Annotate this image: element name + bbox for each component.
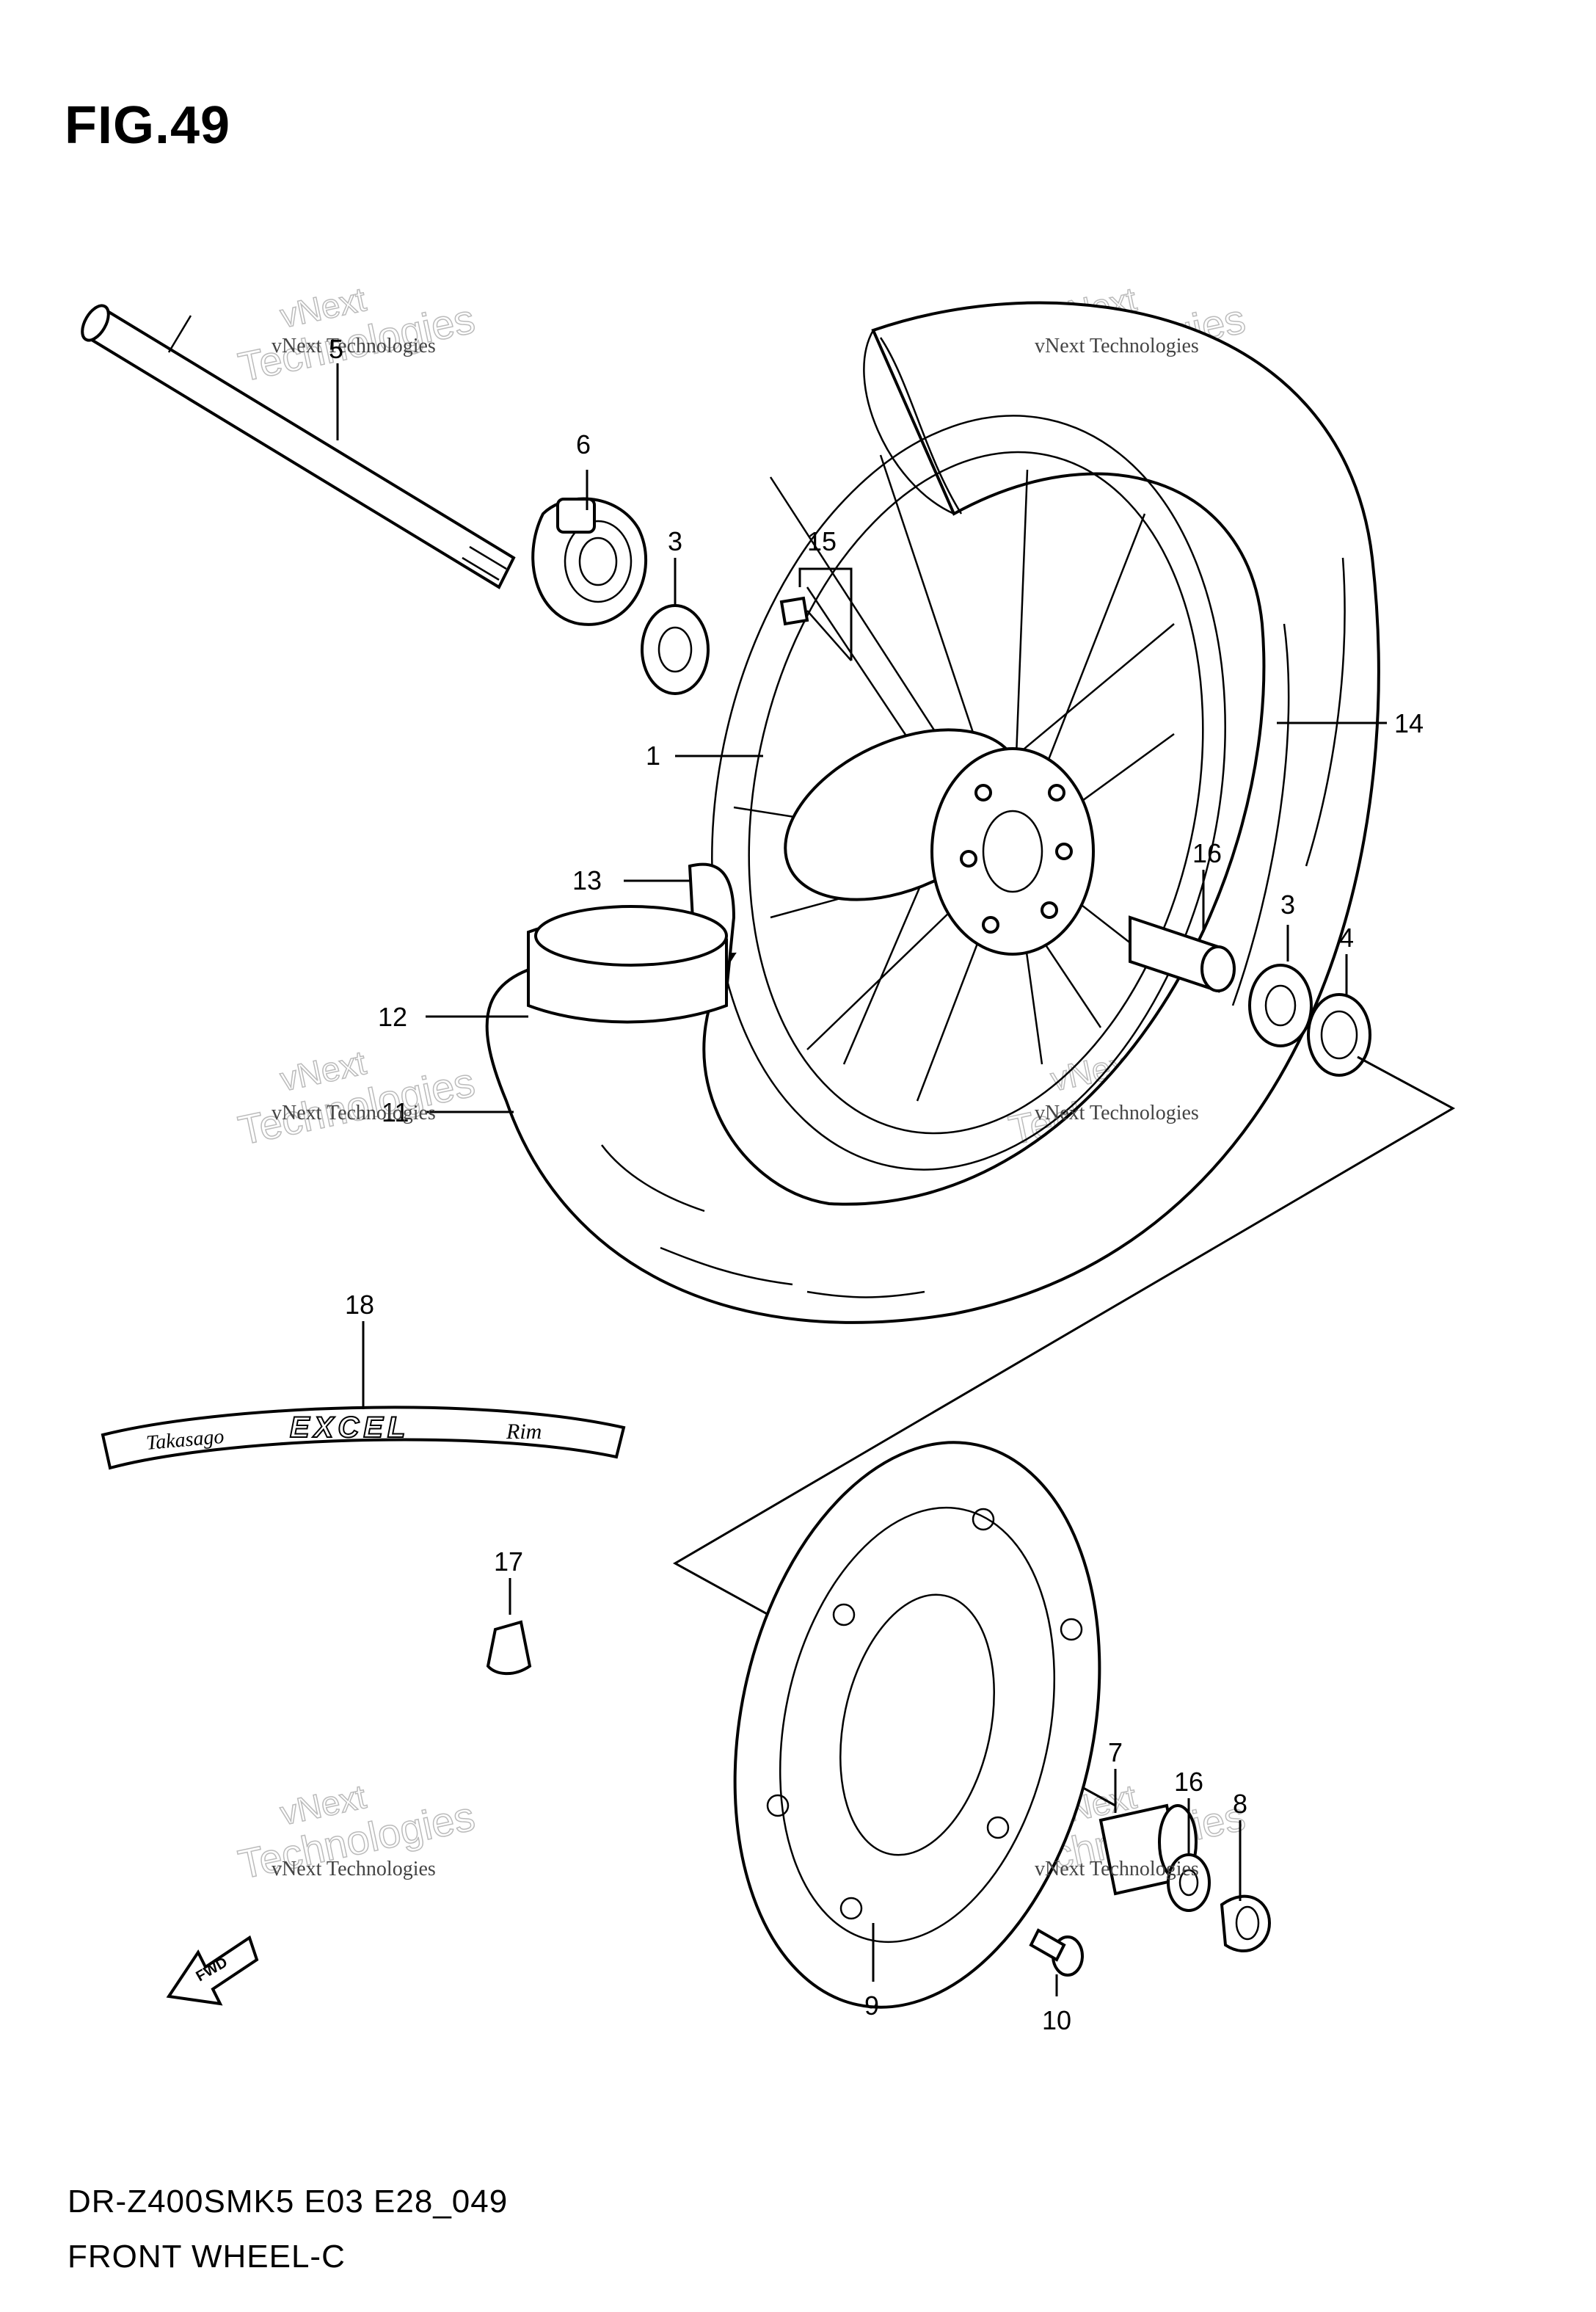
watermark-label: vNext Technologies xyxy=(1035,335,1199,357)
callout-13: 13 xyxy=(572,865,602,895)
inner-tube xyxy=(527,905,728,1024)
watermark-labels: vNext Technologies vNext Technologies vN… xyxy=(272,335,1199,1880)
callout-18: 18 xyxy=(345,1290,374,1320)
callout-3-right: 3 xyxy=(1280,890,1295,920)
brake-disc xyxy=(733,1441,1101,2009)
callout-9: 9 xyxy=(864,1991,879,2021)
front-tire xyxy=(485,301,1380,1324)
callout-4: 4 xyxy=(1339,923,1354,953)
speedometer-gearbox xyxy=(531,497,647,626)
watermark-label: vNext Technologies xyxy=(272,1858,436,1880)
watermark-label: vNext Technologies xyxy=(272,1102,436,1124)
callout-15: 15 xyxy=(807,526,837,556)
callout-12: 12 xyxy=(378,1002,407,1032)
wheel-hub xyxy=(784,728,1095,956)
callout-10: 10 xyxy=(1042,2005,1071,2035)
rim-decal: Takasago EXCEL Rim xyxy=(101,1406,626,1470)
front-axle xyxy=(81,304,516,589)
figure-title: FIG.49 xyxy=(65,96,231,155)
callout-6: 6 xyxy=(576,429,591,459)
disc-bolt xyxy=(1029,1928,1084,1977)
callout-8: 8 xyxy=(1233,1789,1247,1819)
bearing-left xyxy=(641,604,710,695)
valve-cap xyxy=(486,1620,532,1676)
bearing-right xyxy=(1248,964,1313,1047)
model-code: DR-Z400SMK5 E03 E28_049 xyxy=(68,2184,509,2220)
hub-spacer xyxy=(1129,915,1236,993)
callout-5: 5 xyxy=(329,334,343,364)
watermark-label: vNext Technologies xyxy=(272,335,436,357)
callout-7: 7 xyxy=(1108,1737,1123,1767)
decal-suffix: Rim xyxy=(506,1419,542,1444)
forward-direction-arrow: FWD xyxy=(166,1935,259,2006)
callout-numbers: 1 16 3 3 4 6 7 8 9 10 11 12 13 14 15 16 … xyxy=(345,429,1424,2035)
decal-name: EXCEL xyxy=(290,1411,409,1444)
watermark-label: vNext Technologies xyxy=(1035,1102,1199,1124)
callout-17: 17 xyxy=(494,1546,523,1577)
callout-3-left: 3 xyxy=(668,526,682,556)
watermark-label: vNext Technologies xyxy=(1035,1858,1199,1880)
callout-16: 16 xyxy=(1174,1767,1203,1797)
callout-14: 14 xyxy=(1394,708,1424,738)
washer xyxy=(1167,1853,1211,1912)
spoke-nipple xyxy=(779,596,852,661)
callout-11: 11 xyxy=(382,1097,409,1127)
oil-seal xyxy=(1307,993,1371,1077)
axle-nut xyxy=(1220,1894,1272,1953)
leader-lines xyxy=(336,363,1387,1996)
callout-1: 1 xyxy=(646,741,660,771)
figure-caption: FRONT WHEEL-C xyxy=(68,2239,346,2275)
callout-2: 16 xyxy=(1192,838,1222,868)
